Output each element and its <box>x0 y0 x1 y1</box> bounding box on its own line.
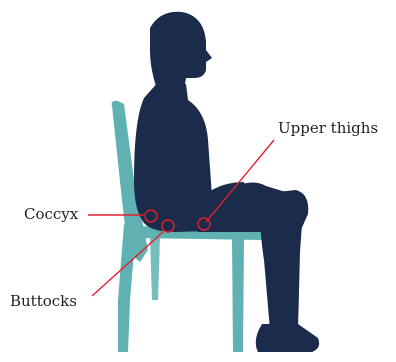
chair-front-leg <box>232 238 244 352</box>
head <box>150 12 212 92</box>
foot <box>256 324 319 352</box>
chair-rear-leg <box>150 238 160 300</box>
upper-thighs-label: Upper thighs <box>278 121 378 136</box>
buttocks-label: Buttocks <box>10 294 77 309</box>
coccyx-label: Coccyx <box>24 207 78 222</box>
lower-leg <box>260 196 304 330</box>
chair-back-leg <box>118 224 136 352</box>
seated-person-silhouette <box>134 12 319 352</box>
